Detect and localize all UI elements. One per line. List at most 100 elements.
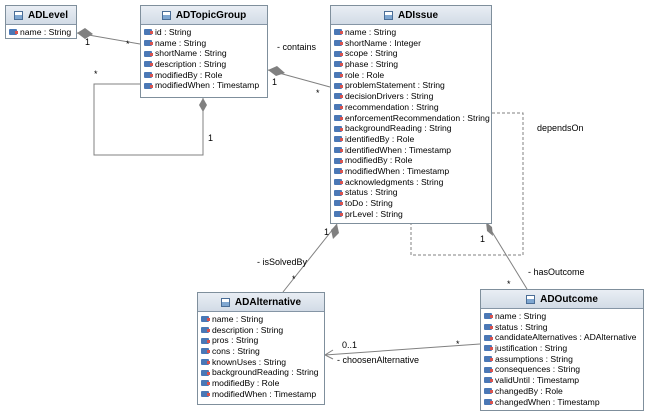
has-outcome-diamond <box>486 222 493 236</box>
self-group-target-mult: * <box>94 69 98 79</box>
attribute-row: modifiedBy : Role <box>144 70 265 81</box>
attribute-row: modifiedWhen : Timestamp <box>144 80 265 91</box>
attribute-row: description : String <box>144 59 265 70</box>
is-solved-by-line <box>282 223 338 293</box>
attribute-row: changedWhen : Timestamp <box>484 397 641 408</box>
attribute-icon <box>484 334 493 341</box>
self-group-line <box>93 83 204 156</box>
attribute-row: shortName : Integer <box>334 38 489 49</box>
attribute-icon <box>201 337 210 344</box>
attribute-icon <box>144 40 153 47</box>
attribute-icon <box>334 82 343 89</box>
attribute-row: recommendation : String <box>334 102 489 113</box>
class-adalternative-name: ADAlternative <box>234 296 302 308</box>
contains-source-mult: 1 <box>272 77 278 87</box>
attribute-icon <box>484 366 493 373</box>
has-outcome-line <box>485 221 528 290</box>
attribute-row: status : String <box>334 187 489 198</box>
is-solved-by-target-mult: * <box>292 274 296 284</box>
attribute-row: name : String <box>334 27 489 38</box>
class-adtopicgroup-name: ADTopicGroup <box>175 9 247 21</box>
attribute-row: role : Role <box>334 70 489 81</box>
attribute-icon <box>334 104 343 111</box>
attribute-icon <box>484 313 493 320</box>
has-outcome-target-mult: * <box>507 279 511 289</box>
attribute-icon <box>334 178 343 185</box>
attribute-row: candidateAlternatives : ADAlternative <box>484 332 641 343</box>
class-adlevel-name: ADLevel <box>27 9 68 21</box>
attribute-icon <box>334 72 343 79</box>
attribute-icon <box>201 391 210 398</box>
attribute-icon <box>334 168 343 175</box>
chosen-alternative-source-mult: * <box>456 339 460 349</box>
attribute-row: scope : String <box>334 48 489 59</box>
attribute-row: backgroundReading : String <box>334 123 489 134</box>
depends-on-line <box>410 112 524 256</box>
attribute-row: phase : String <box>334 59 489 70</box>
has-outcome-source-mult: 1 <box>480 234 486 244</box>
class-adissue-header: ADIssue <box>331 6 491 25</box>
attribute-icon <box>334 40 343 47</box>
class-adoutcome-header: ADOutcome <box>481 290 643 309</box>
attribute-icon <box>144 29 153 36</box>
class-adtopicgroup-header: ADTopicGroup <box>141 6 267 25</box>
class-adtopicgroup-attributes: id : String name : String shortName : St… <box>141 25 267 91</box>
attribute-icon <box>144 61 153 68</box>
attribute-row: backgroundReading : String <box>201 367 322 378</box>
self-group-source-mult: 1 <box>208 133 214 143</box>
attribute-icon <box>484 398 493 405</box>
chosen-alternative-target-mult: 0..1 <box>342 340 358 350</box>
attribute-row: description : String <box>201 325 322 336</box>
class-adissue[interactable]: ADIssue name : String shortName : Intege… <box>330 5 492 224</box>
attribute-row: identifiedWhen : Timestamp <box>334 145 489 156</box>
attribute-row: status : String <box>484 322 641 333</box>
attribute-icon <box>334 125 343 132</box>
attribute-row: name : String <box>144 38 265 49</box>
attribute-icon <box>334 93 343 100</box>
class-adtopicgroup[interactable]: ADTopicGroup id : String name : String s… <box>140 5 268 98</box>
attribute-row: consequences : String <box>484 364 641 375</box>
class-adissue-name: ADIssue <box>397 9 438 21</box>
class-adlevel[interactable]: ADLevel name : String <box>5 5 77 39</box>
class-adoutcome[interactable]: ADOutcome name : String status : String … <box>480 289 644 411</box>
attribute-row: modifiedWhen : Timestamp <box>201 389 322 400</box>
class-icon <box>161 10 171 20</box>
attribute-icon <box>201 348 210 355</box>
attribute-row: assumptions : String <box>484 354 641 365</box>
attribute-row: knownUses : String <box>201 357 322 368</box>
attribute-row: problemStatement : String <box>334 80 489 91</box>
class-adalternative-header: ADAlternative <box>198 293 324 312</box>
class-icon <box>220 297 230 307</box>
chosen-alternative-label: - choosenAlternative <box>337 355 420 365</box>
class-adalternative[interactable]: ADAlternative name : String description … <box>197 292 325 405</box>
attribute-row: modifiedWhen : Timestamp <box>334 166 489 177</box>
has-outcome-label: - hasOutcome <box>528 267 585 277</box>
attribute-icon <box>334 211 343 218</box>
attribute-row: id : String <box>144 27 265 38</box>
attribute-row: modifiedBy : Role <box>201 378 322 389</box>
attribute-row: name : String <box>9 27 74 38</box>
attribute-row: name : String <box>201 314 322 325</box>
attribute-icon <box>144 72 153 79</box>
attribute-row: changedBy : Role <box>484 386 641 397</box>
attribute-icon <box>484 345 493 352</box>
attribute-row: validUntil : Timestamp <box>484 375 641 386</box>
is-solved-by-diamond <box>331 224 339 239</box>
chosen-alternative-line <box>324 343 481 356</box>
attribute-row: cons : String <box>201 346 322 357</box>
class-icon <box>383 10 393 20</box>
attribute-row: modifiedBy : Role <box>334 155 489 166</box>
is-solved-by-label: - isSolvedBy <box>257 257 308 267</box>
attribute-icon <box>484 388 493 395</box>
class-icon <box>526 294 536 304</box>
contains-diamond <box>268 66 285 76</box>
attribute-icon <box>484 324 493 331</box>
attribute-row: identifiedBy : Role <box>334 134 489 145</box>
class-adlevel-header: ADLevel <box>6 6 76 25</box>
attribute-row: name : String <box>484 311 641 322</box>
attribute-row: toDo : String <box>334 198 489 209</box>
attribute-icon <box>201 316 210 323</box>
class-adissue-attributes: name : String shortName : Integer scope … <box>331 25 491 219</box>
attribute-icon <box>334 157 343 164</box>
